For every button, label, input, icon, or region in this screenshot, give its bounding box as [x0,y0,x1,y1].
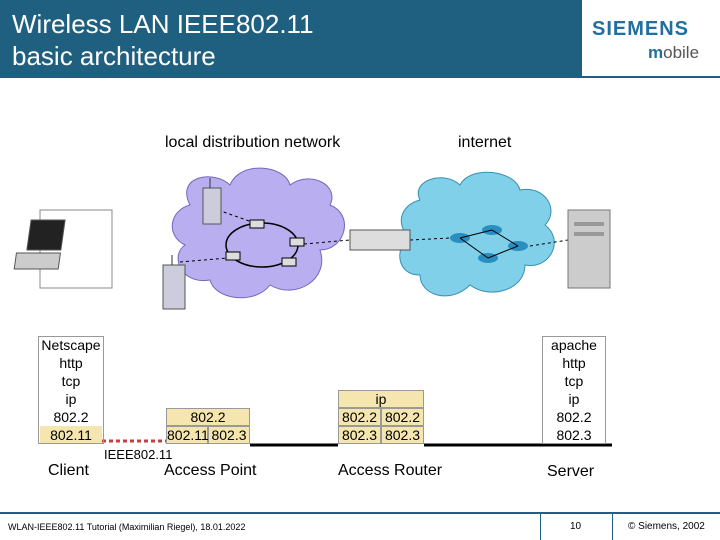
client-label: Client [48,462,89,479]
local-network-label: local distribution network [165,134,341,151]
hub [281,257,297,267]
stack-layer: 802.2 [166,408,250,426]
page-number: 10 [570,521,582,532]
access-point-label: Access Point [164,462,257,479]
stack-layer: 802.2 [338,408,381,426]
stack-layer: 802.2 [381,408,424,426]
stack-layer: http [59,355,83,371]
access-router-protocol-stack: ip 802.2 802.2 802.3 802.3 [338,390,424,444]
stack-layer: 802.2 [53,409,89,425]
stack-layer: apache [551,337,597,353]
local-network-cloud [171,167,345,299]
footer-separator [612,514,613,540]
stack-layer: ip [338,390,424,408]
server-icon [567,209,611,289]
footer-divider [0,512,720,514]
access-router-label: Access Router [338,462,443,479]
logo-brand: SIEMENS [592,18,690,40]
server-stack-border [542,336,606,444]
hub [225,251,241,261]
footer-caption: WLAN-IEEE802.11 Tutorial (Maximilian Rie… [8,522,246,532]
stack-layer: ip [568,391,580,407]
client-protocol-stack: Netscape http tcp ip 802.2 802.11 [40,336,102,444]
laptop-keyboard [13,252,62,270]
server-label: Server [547,463,595,480]
stack-layer: 802.11 [166,426,209,444]
access-point-protocol-stack: 802.2 802.11 802.3 [166,408,250,444]
dashed-link [303,239,351,245]
siemens-mobile-logo: SIEMENS mobile [582,0,720,78]
laptop-screen [26,219,66,251]
access-router-icon [349,229,411,251]
access-point-icon [162,264,186,310]
stack-layer: tcp [61,373,81,389]
server-protocol-stack: apache http tcp ip 802.2 802.3 [544,336,604,444]
hub [289,237,305,247]
copyright: © Siemens, 2002 [628,521,705,532]
dashed-link [217,209,253,223]
logo-subtitle: mobile [648,43,700,62]
stack-layer: http [562,355,586,371]
slide-title: Wireless LAN IEEE802.11 basic architectu… [12,9,314,71]
stack-layer: 802.2 [556,409,592,425]
stack-layer: 802.11 [40,426,102,444]
dashed-link [409,237,451,241]
hub [249,219,265,229]
stack-layer: ip [65,391,77,407]
internet-label: internet [458,134,512,151]
stack-layer: 802.3 [381,426,424,444]
access-point-icon [202,187,222,225]
stack-layer: tcp [564,373,584,389]
dashed-link [179,257,229,263]
wireless-link-label: IEEE802.11 [104,447,173,462]
stack-layer: 802.3 [208,426,250,444]
stack-layer: 802.3 [556,427,592,443]
stack-layer: 802.3 [338,426,381,444]
stack-layer: Netscape [41,337,101,353]
client-stack-border [38,336,104,444]
footer-separator [540,514,541,540]
title-bar: Wireless LAN IEEE802.11 basic architectu… [0,0,582,78]
